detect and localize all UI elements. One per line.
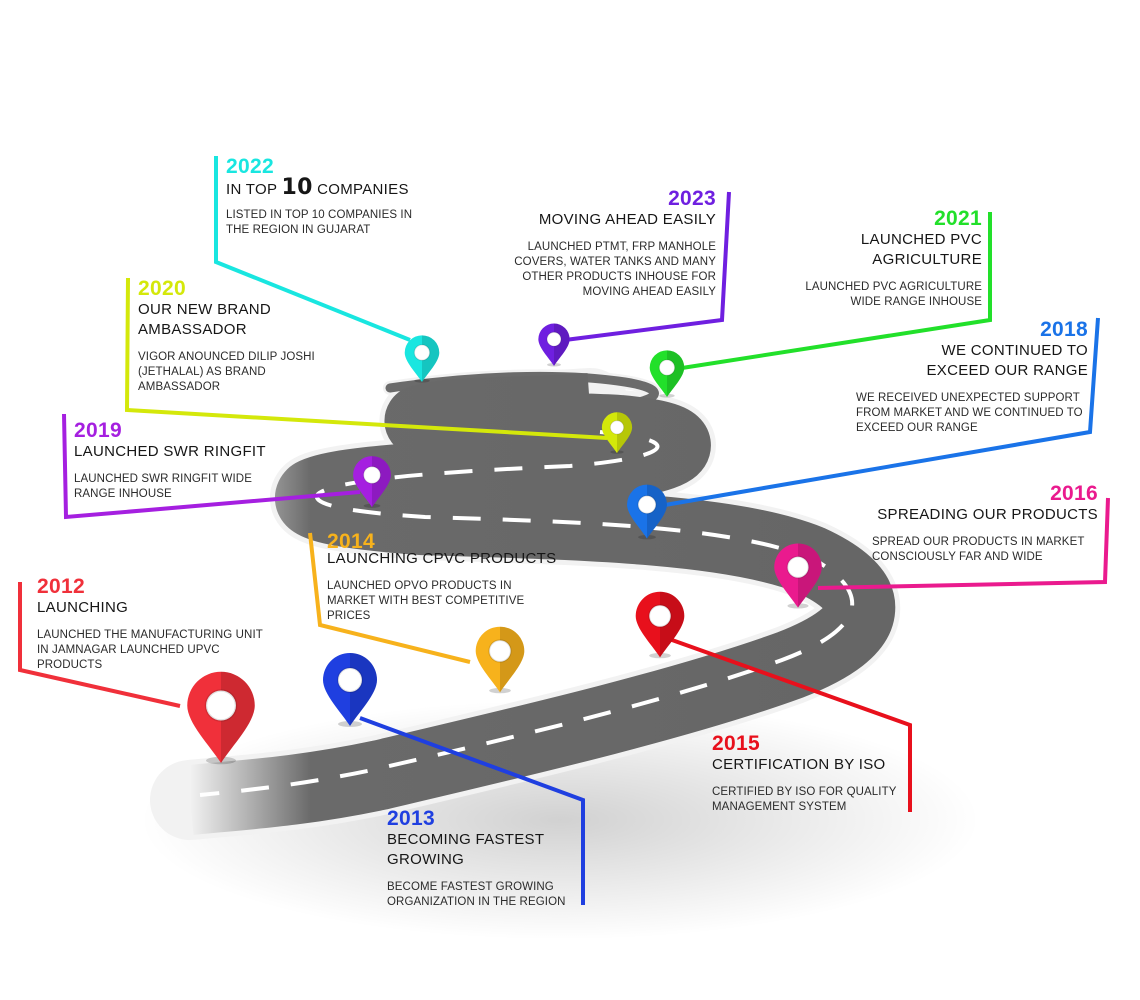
pin-ring-2016 xyxy=(786,555,810,579)
year-2014: 2014 xyxy=(327,530,375,553)
pin-hole-2022 xyxy=(414,344,430,361)
pin-ring-2018 xyxy=(637,494,657,515)
pin-ring-2015 xyxy=(648,604,672,628)
pin-hole-2016 xyxy=(787,556,809,578)
milestone-2016: 2016 SPREADING OUR PRODUCTS SPREAD OUR P… xyxy=(866,483,1098,565)
pin-ring-2012 xyxy=(204,689,238,722)
pin-hole-2019 xyxy=(363,466,381,484)
title-2012: LAUNCHING xyxy=(37,599,129,616)
connector-2018 xyxy=(664,317,1100,507)
milestone-2021: 2021 LAUNCHED PVC AGRICULTURE LAUNCHED P… xyxy=(788,208,982,310)
location-pin-icon-2021 xyxy=(649,350,685,398)
connector-2012 xyxy=(18,582,181,708)
connector-2019 xyxy=(62,413,361,520)
title-2022-number: 10 xyxy=(281,175,313,200)
title-2023: MOVING AHEAD EASILY xyxy=(538,211,716,228)
year-2021: 2021 xyxy=(934,207,982,230)
desc-2019: LAUNCHED SWR RINGFIT WIDE RANGE INHOUSE xyxy=(74,473,252,500)
year-2016: 2016 xyxy=(1050,482,1098,505)
title-2020: OUR NEW BRAND AMBASSADOR xyxy=(138,301,272,338)
milestone-2014: 2014 LAUNCHING CPVC PRODUCTS LAUNCHED OP… xyxy=(327,531,577,624)
title-2022-pre: IN TOP xyxy=(226,181,282,198)
pin-hole-2015 xyxy=(649,605,671,627)
desc-2018: WE RECEIVED UNEXPECTED SUPPORT FROM MARK… xyxy=(856,392,1083,434)
location-pin-icon-2015 xyxy=(635,591,685,659)
pin-ring-2020 xyxy=(609,420,625,435)
milestone-2020: 2020 OUR NEW BRAND AMBASSADOR VIGOR ANOU… xyxy=(138,278,333,395)
title-2013: BECOMING FASTEST GROWING xyxy=(387,831,545,868)
year-2018: 2018 xyxy=(1040,318,1088,341)
desc-2014: LAUNCHED OPVO PRODUCTS IN MARKET WITH BE… xyxy=(327,580,525,622)
road-center-dashes xyxy=(199,430,855,797)
year-2020: 2020 xyxy=(138,277,186,300)
milestone-2015: 2015 CERTIFICATION BY ISO CERTIFIED BY I… xyxy=(712,733,912,815)
connector-2023 xyxy=(564,191,731,342)
desc-2012: LAUNCHED THE MANUFACTURING UNIT IN JAMNA… xyxy=(37,629,263,671)
milestone-2019: 2019 LAUNCHED SWR RINGFIT LAUNCHED SWR R… xyxy=(74,420,299,502)
pin-hole-2020 xyxy=(610,420,624,435)
location-pin-icon-2020 xyxy=(601,412,633,454)
pin-hole-2012 xyxy=(206,690,236,721)
year-2015: 2015 xyxy=(712,732,760,755)
pin-ring-2013 xyxy=(337,667,363,693)
pin-hole-2018 xyxy=(638,495,656,514)
milestone-2018: 2018 WE CONTINUED TO EXCEED OUR RANGE WE… xyxy=(852,319,1088,436)
pin-ring-2022 xyxy=(413,344,431,361)
location-pin-icon-2016 xyxy=(774,543,822,609)
pin-ring-2014 xyxy=(488,639,512,663)
connector-2014 xyxy=(308,532,471,664)
desc-2021: LAUNCHED PVC AGRICULTURE WIDE RANGE INHO… xyxy=(805,281,982,308)
desc-2023: LAUNCHED PTMT, FRP MANHOLE COVERS, WATER… xyxy=(514,241,716,298)
title-2018: WE CONTINUED TO EXCEED OUR RANGE xyxy=(926,342,1088,379)
title-2014: LAUNCHING CPVC PRODUCTS xyxy=(327,550,557,567)
connector-2022 xyxy=(214,156,411,342)
pin-ring-2021 xyxy=(658,359,676,376)
year-2013: 2013 xyxy=(387,807,435,830)
pin-ring-2023 xyxy=(546,331,562,347)
title-2021: LAUNCHED PVC AGRICULTURE xyxy=(860,231,982,268)
title-2016: SPREADING OUR PRODUCTS xyxy=(877,506,1098,523)
title-2019: LAUNCHED SWR RINGFIT xyxy=(74,443,266,460)
location-pin-icon-2012 xyxy=(187,671,255,765)
connector-2015 xyxy=(671,638,912,812)
pin-hole-2021 xyxy=(659,359,675,376)
desc-2015: CERTIFIED BY ISO FOR QUALITY MANAGEMENT … xyxy=(712,786,897,813)
milestone-2012: 2012 LAUNCHING LAUNCHED THE MANUFACTURIN… xyxy=(37,576,277,673)
year-2012: 2012 xyxy=(37,575,85,598)
milestone-2013: 2013 BECOMING FASTEST GROWING BECOME FAS… xyxy=(387,808,582,910)
milestone-2023: 2023 MOVING AHEAD EASILY LAUNCHED PTMT, … xyxy=(496,188,716,300)
connector-lines xyxy=(18,156,1110,905)
pin-hole-2013 xyxy=(338,668,362,692)
pin-hole-2014 xyxy=(489,640,511,662)
title-2022-post: COMPANIES xyxy=(312,181,409,198)
desc-2022: LISTED IN TOP 10 COMPANIES IN THE REGION… xyxy=(226,209,413,236)
title-2022: IN TOP 10 COMPANIES xyxy=(226,175,446,200)
location-pin-icon-2023 xyxy=(538,323,570,367)
pin-hole-2023 xyxy=(547,332,561,347)
location-pin-icon-2022 xyxy=(404,335,440,383)
milestone-2022: 2022 IN TOP 10 COMPANIES LISTED IN TOP 1… xyxy=(226,156,446,238)
year-2022: 2022 xyxy=(226,155,274,178)
connector-2021 xyxy=(681,212,992,370)
location-pin-icon-2019 xyxy=(353,456,391,508)
location-markers xyxy=(187,323,822,765)
connector-2016 xyxy=(817,497,1110,590)
location-pin-icon-2018 xyxy=(627,484,667,540)
year-2023: 2023 xyxy=(668,187,716,210)
location-pin-icon-2013 xyxy=(323,653,377,727)
location-pin-icon-2014 xyxy=(475,626,525,694)
title-2015: CERTIFICATION BY ISO xyxy=(712,756,886,773)
connector-2013 xyxy=(359,716,585,905)
year-2019: 2019 xyxy=(74,419,122,442)
connector-2020 xyxy=(124,277,608,440)
pin-ring-2019 xyxy=(362,465,382,485)
desc-2020: VIGOR ANOUNCED DILIP JOSHI (JETHALAL) AS… xyxy=(138,351,315,393)
road-asphalt-lower xyxy=(186,373,895,835)
desc-2013: BECOME FASTEST GROWING ORGANIZATION IN T… xyxy=(387,881,566,908)
desc-2016: SPREAD OUR PRODUCTS IN MARKET CONSCIOUSL… xyxy=(872,536,1085,563)
winding-road xyxy=(150,368,900,840)
